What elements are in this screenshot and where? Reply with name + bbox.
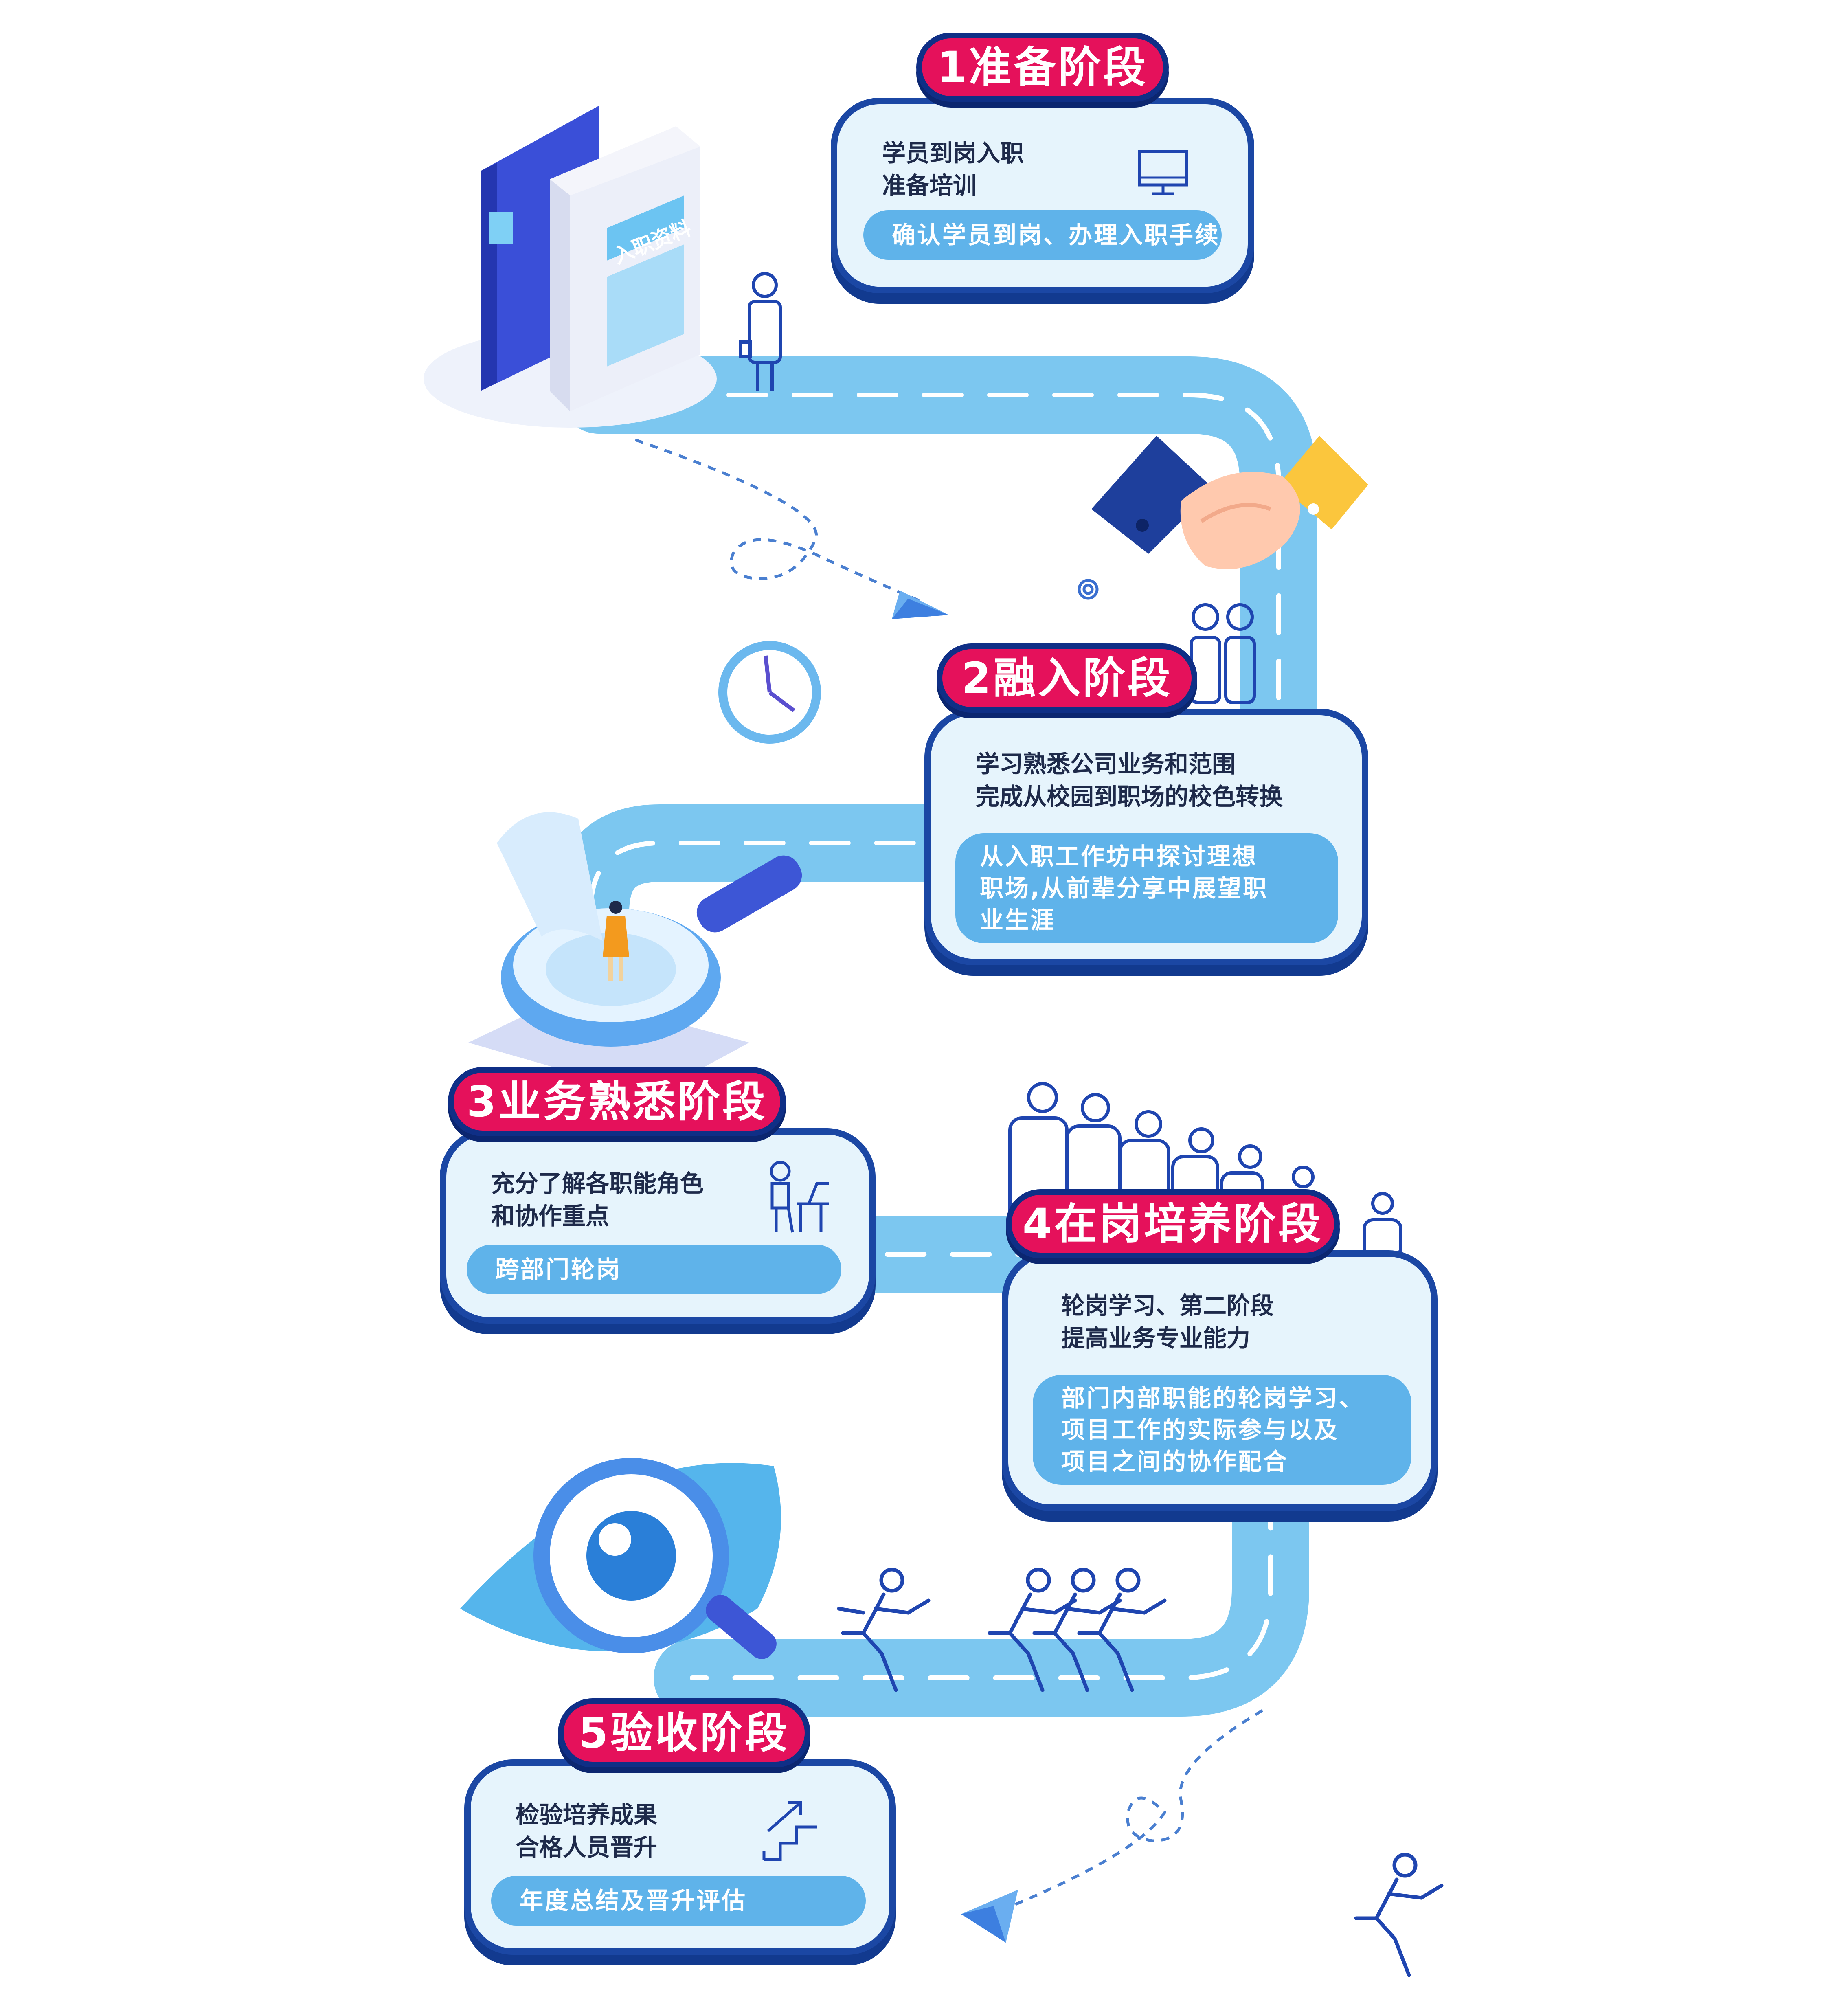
stage-card-4: 轮岗学习、第二阶段 提高业务专业能力 部门内部职能的轮岗学习、 项目工作的实际参… bbox=[1002, 1250, 1438, 1511]
stage-3-title: 3业务熟悉阶段 bbox=[448, 1067, 786, 1136]
stage-2-detail-line-2: 职场,从前辈分享中展望职 bbox=[980, 874, 1269, 902]
paper-plane-icon bbox=[892, 591, 949, 619]
dashed-flight-path bbox=[1001, 1709, 1263, 1912]
stage-2-line-1: 学习熟悉公司业务和范围 bbox=[976, 750, 1236, 778]
stage-card-3: 充分了解各职能角色 和协作重点 跨部门轮岗 bbox=[440, 1128, 876, 1324]
stage-1-line-1: 学员到岗入职 bbox=[882, 139, 1024, 167]
stage-5-line-2: 合格人员晋升 bbox=[516, 1833, 658, 1861]
stage-4-line-2: 提高业务专业能力 bbox=[1061, 1324, 1251, 1352]
stage-1-detail-line-1: 确认学员到岗、办理入职手续 bbox=[892, 221, 1220, 249]
businessman-icon bbox=[739, 272, 782, 391]
desk-worker-icon bbox=[770, 1161, 829, 1233]
stage-4-lines: 轮岗学习、第二阶段 提高业务专业能力 bbox=[1061, 1289, 1274, 1355]
monitor-icon bbox=[1138, 150, 1188, 195]
stage-4-detail-line-2: 项目工作的实际参与以及 bbox=[1061, 1416, 1339, 1444]
handshake-illustration bbox=[1091, 436, 1368, 569]
stage-3-detail: 跨部门轮岗 bbox=[467, 1245, 841, 1294]
stage-1-line-2: 准备培训 bbox=[882, 172, 977, 200]
stage-2-title: 2融入阶段 bbox=[937, 643, 1197, 713]
stage-4-line-1: 轮岗学习、第二阶段 bbox=[1061, 1292, 1274, 1320]
stage-card-1: 学员到岗入职 准备培训 确认学员到岗、办理入职手续 bbox=[831, 98, 1254, 293]
eye-magnifier-illustration bbox=[460, 1458, 781, 1659]
books-illustration bbox=[424, 106, 717, 428]
paper-plane-icon bbox=[961, 1890, 1018, 1943]
stage-2-line-2: 完成从校园到职场的校色转换 bbox=[976, 783, 1283, 810]
gear-icon bbox=[1078, 579, 1099, 600]
stage-4-detail-line-1: 部门内部职能的轮岗学习、 bbox=[1061, 1384, 1365, 1412]
stage-card-2: 学习熟悉公司业务和范围 完成从校园到职场的校色转换 从入职工作坊中探讨理想 职场… bbox=[924, 709, 1368, 965]
stage-4-detail-line-3: 项目之间的协作配合 bbox=[1061, 1448, 1289, 1475]
stage-3-lines: 充分了解各职能角色 和协作重点 bbox=[491, 1167, 704, 1232]
runner-icon bbox=[837, 1568, 931, 1692]
people-icon bbox=[1190, 603, 1256, 704]
stage-5-title: 5验收阶段 bbox=[558, 1698, 810, 1767]
runner-icon bbox=[1354, 1853, 1444, 1977]
stage-4-detail: 部门内部职能的轮岗学习、 项目工作的实际参与以及 项目之间的协作配合 bbox=[1033, 1375, 1411, 1485]
stage-2-detail: 从入职工作坊中探讨理想 职场,从前辈分享中展望职 业生涯 bbox=[955, 833, 1338, 943]
runners-group-icon bbox=[988, 1568, 1167, 1692]
stage-3-line-2: 和协作重点 bbox=[491, 1202, 610, 1230]
magnifier-illustration bbox=[468, 812, 802, 1096]
stage-5-lines: 检验培养成果 合格人员晋升 bbox=[516, 1798, 657, 1864]
stage-5-detail: 年度总结及晋升评估 bbox=[491, 1876, 866, 1926]
stage-5-detail-line-1: 年度总结及晋升评估 bbox=[520, 1887, 747, 1915]
stage-1-lines: 学员到岗入职 准备培训 bbox=[882, 137, 1024, 202]
stage-2-detail-line-3: 业生涯 bbox=[980, 906, 1056, 934]
stage-card-5: 检验培养成果 合格人员晋升 年度总结及晋升评估 bbox=[464, 1759, 896, 1955]
stage-2-detail-line-1: 从入职工作坊中探讨理想 bbox=[980, 843, 1258, 870]
stairs-arrow-icon bbox=[762, 1801, 817, 1861]
stage-4-title: 4在岗培养阶段 bbox=[1006, 1189, 1340, 1258]
stage-3-detail-line-1: 跨部门轮岗 bbox=[495, 1256, 622, 1283]
stage-1-detail: 确认学员到岗、办理入职手续 bbox=[863, 210, 1222, 260]
stage-3-line-1: 充分了解各职能角色 bbox=[491, 1170, 704, 1197]
clock-icon bbox=[718, 641, 821, 744]
dashed-flight-path bbox=[634, 438, 925, 604]
stage-2-lines: 学习熟悉公司业务和范围 完成从校园到职场的校色转换 bbox=[976, 748, 1283, 813]
stage-1-title: 1准备阶段 bbox=[916, 33, 1169, 102]
stage-5-line-1: 检验培养成果 bbox=[516, 1801, 658, 1829]
